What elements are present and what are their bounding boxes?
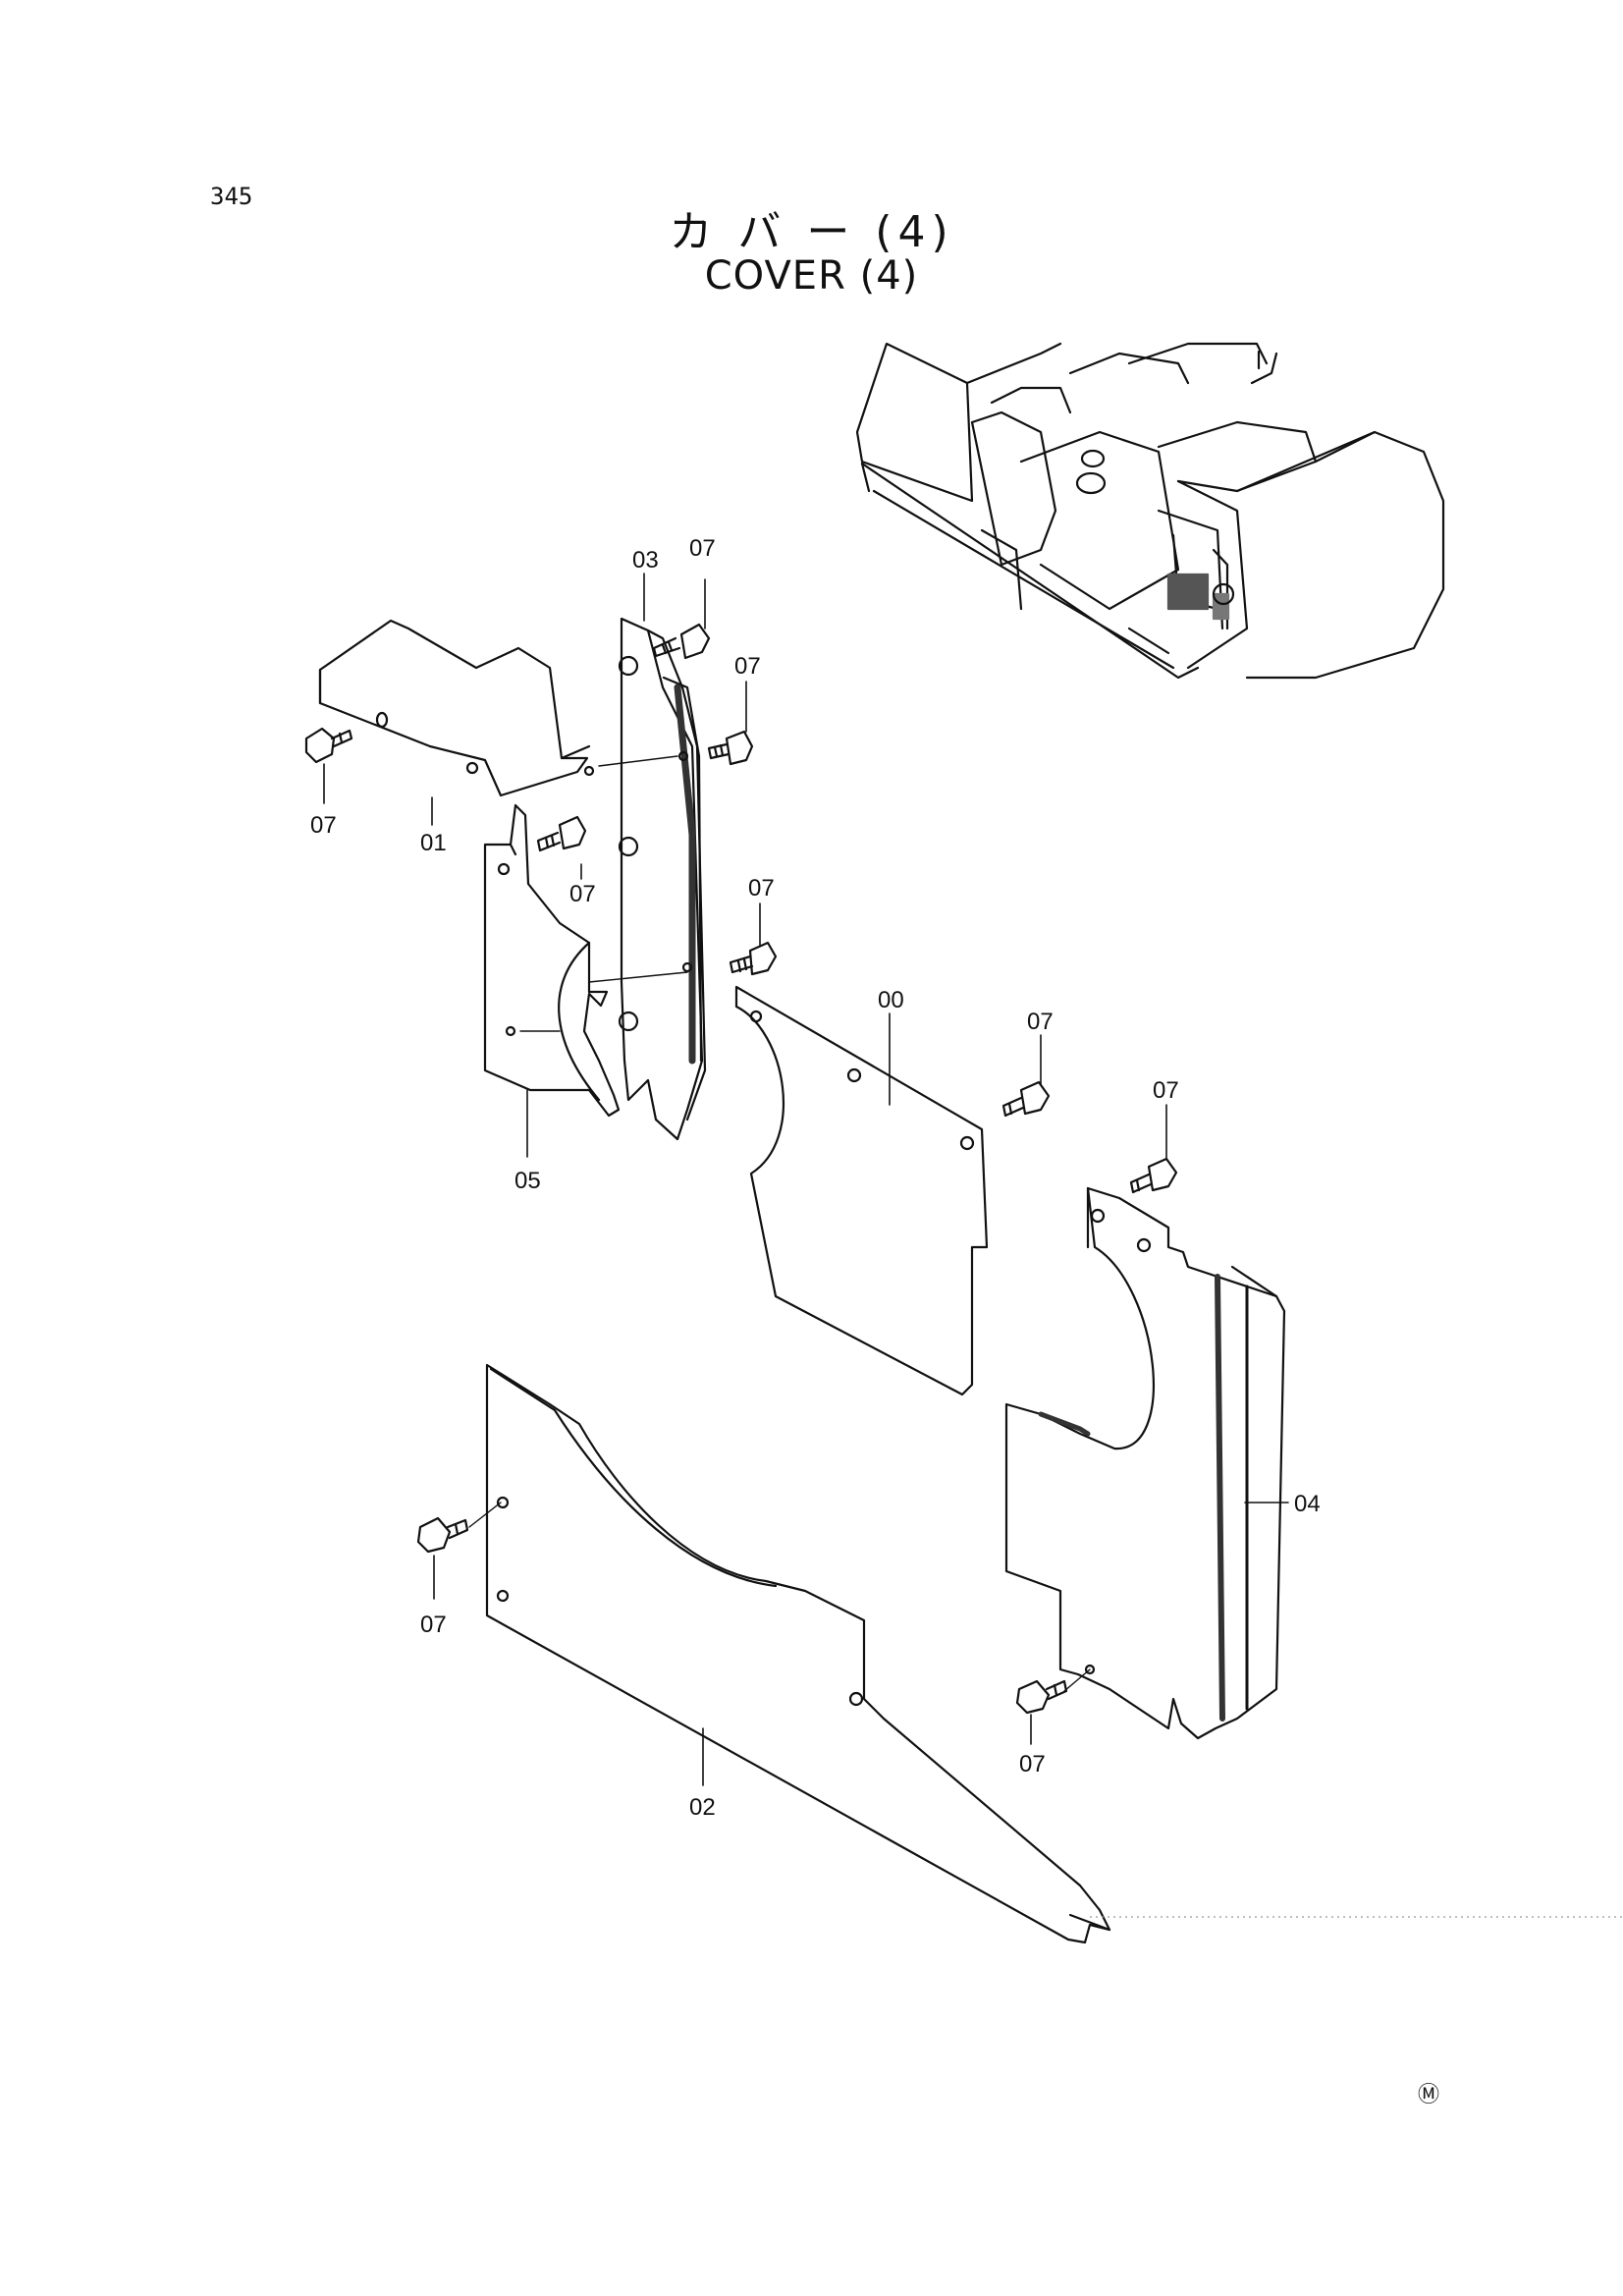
bolts xyxy=(304,623,1178,1715)
part-02-plate xyxy=(485,1363,1111,1944)
bolt-label: 07 xyxy=(734,653,761,680)
title-english: COVER (4) xyxy=(704,253,919,299)
bolt-label: 07 xyxy=(1027,1009,1054,1035)
part-05-plate xyxy=(483,803,621,1118)
part-label-04: 04 xyxy=(1294,1491,1321,1517)
bolt-label: 07 xyxy=(1153,1077,1179,1104)
part-label-00: 00 xyxy=(878,987,904,1013)
part-03-bracket xyxy=(618,617,707,1141)
title-japanese: カ バ ー (4) xyxy=(669,207,954,257)
alignment-lines xyxy=(468,755,1091,1692)
leader-lines xyxy=(323,573,1289,1786)
part-00-panel xyxy=(734,985,989,1396)
part-label-05: 05 xyxy=(514,1168,541,1194)
part-04-assembly xyxy=(1004,1186,1286,1740)
part-labels: 03 01 05 00 04 02 xyxy=(420,547,1321,1821)
part-label-01: 01 xyxy=(420,830,447,856)
part-label-02: 02 xyxy=(689,1794,716,1821)
page-number: 345 xyxy=(210,183,253,210)
bolt-label: 07 xyxy=(689,535,716,562)
part-01-bracket xyxy=(318,619,595,797)
bolt-label: 07 xyxy=(748,875,775,902)
bolt-labels: 07 07 07 07 07 07 07 07 07 xyxy=(310,535,1179,1777)
part-label-03: 03 xyxy=(632,547,659,574)
corner-mark: Ⓜ xyxy=(1418,2083,1439,2107)
machine-overview xyxy=(855,342,1445,680)
bolt-label: 07 xyxy=(569,881,596,907)
bolt-label: 07 xyxy=(1019,1751,1046,1777)
bolt-label: 07 xyxy=(310,812,337,839)
bolt-label: 07 xyxy=(420,1612,447,1638)
